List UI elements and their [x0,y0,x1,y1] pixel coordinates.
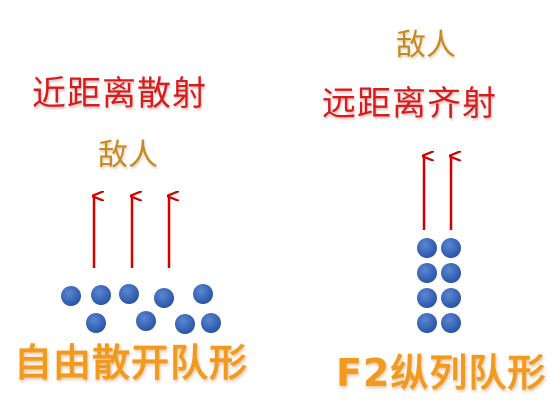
soldier-dot [193,284,213,304]
soldier-dot [441,263,461,283]
right-enemy-label: 敌人 [396,28,456,63]
soldier-dot [119,284,139,304]
soldier-dot [441,288,461,308]
soldier-dot [154,288,174,308]
soldier-dot [417,313,437,333]
soldier-dot [417,263,437,283]
soldier-dot [61,286,81,306]
left-enemy-label: 敌人 [98,138,158,173]
right-title: 远距离齐射 [322,84,497,124]
soldier-dot [136,311,156,331]
soldier-dot [441,313,461,333]
soldier-dot [417,288,437,308]
left-title: 近距离散射 [32,74,207,114]
soldier-dot [201,313,221,333]
soldier-dot [441,238,461,258]
soldier-dot [175,314,195,334]
soldier-dot [86,313,106,333]
soldier-dot [417,238,437,258]
soldier-dot [91,285,111,305]
left-formation-label: 自由散开队形 [14,341,249,385]
right-formation-label: F2纵列队形 [336,351,547,395]
